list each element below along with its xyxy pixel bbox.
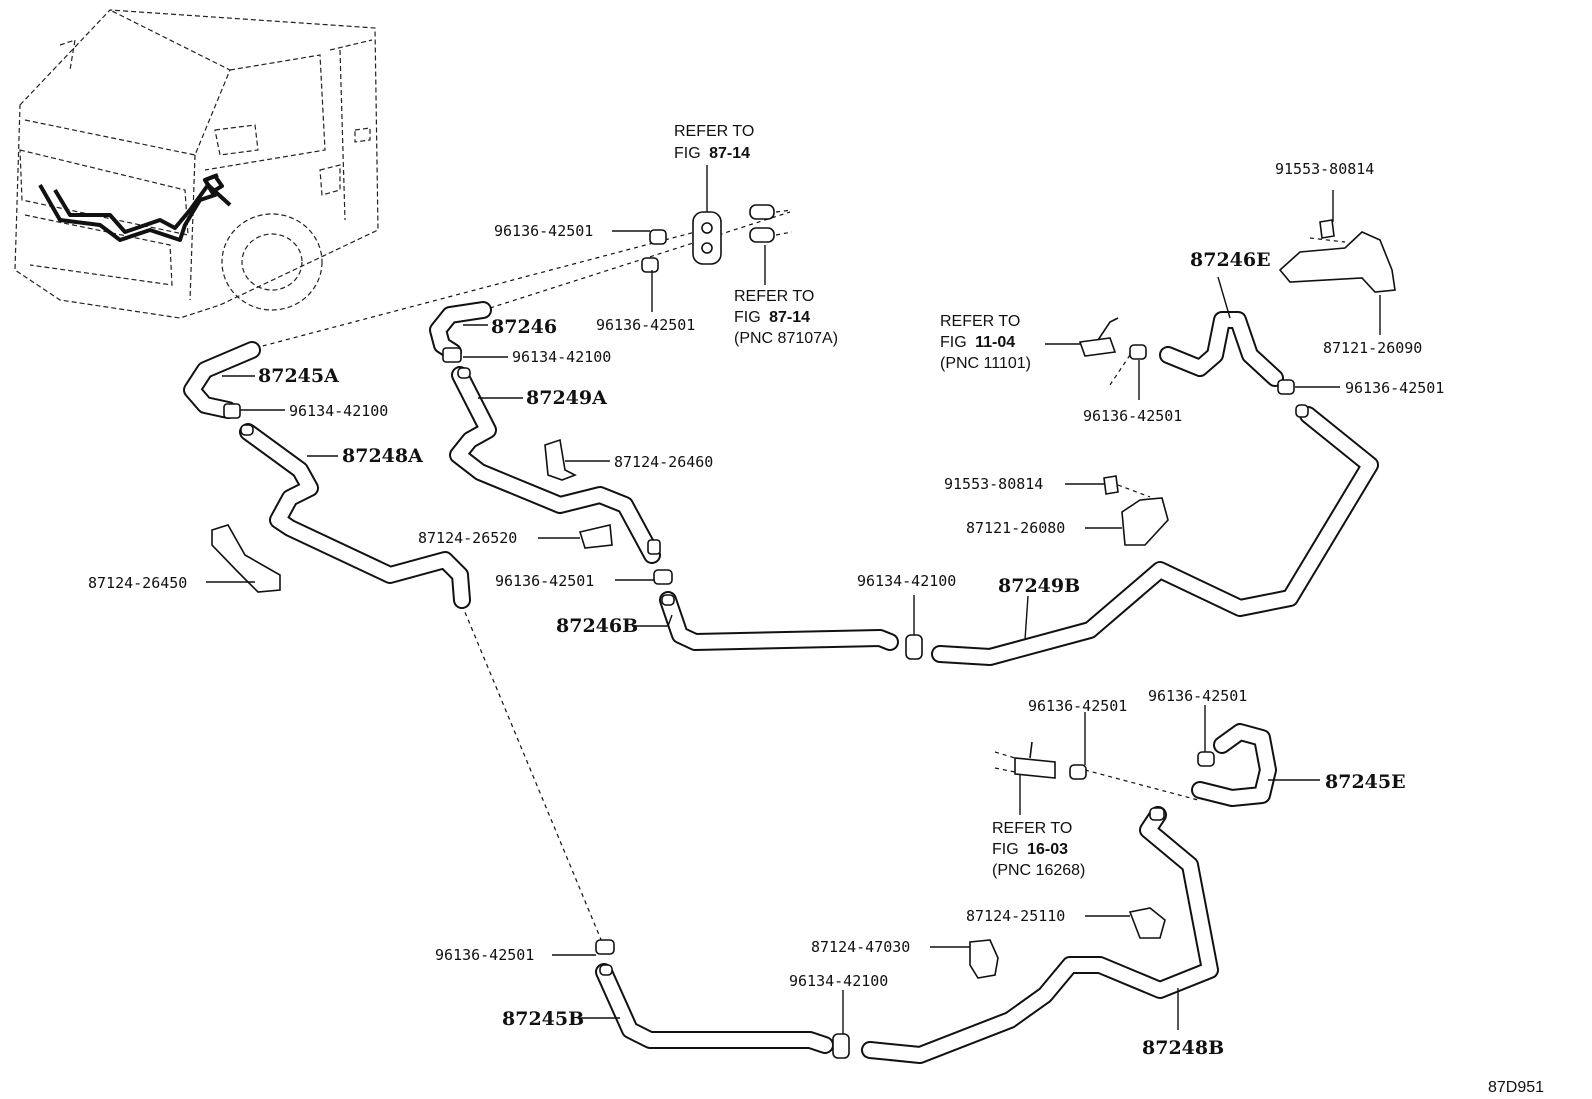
label-96136-42501-bottom: 96136-42501 — [435, 946, 534, 964]
label-96136-42501-top2: 96136-42501 — [596, 316, 695, 334]
label-96134-42100-bottom: 96134-42100 — [789, 972, 888, 990]
hose-87245A — [183, 341, 261, 419]
bolt-mid-part — [1103, 475, 1119, 495]
hose-87246E — [1159, 311, 1284, 387]
label-87124-47030: 87124-47030 — [811, 938, 910, 956]
label-96136-42501-top1: 96136-42501 — [494, 222, 593, 240]
svg-text:FIG 11-04: FIG 11-04 — [940, 334, 1015, 351]
clip-bottom — [832, 1033, 850, 1059]
label-96134-42100-87246: 96134-42100 — [512, 348, 611, 366]
bolt-top-part — [1319, 219, 1335, 239]
svg-text:REFER TO: REFER TO — [734, 288, 814, 305]
hose-87245B — [595, 963, 834, 1054]
ref-fig-87-14-top: REFER TO FIG 87-14 — [674, 123, 754, 162]
label-87124-26460: 87124-26460 — [614, 453, 713, 471]
svg-text:FIG 87-14: FIG 87-14 — [674, 145, 750, 162]
label-87246E: 87246E — [1190, 249, 1271, 271]
engine-pipe-part — [1014, 757, 1056, 779]
bracket-26520-part — [578, 524, 613, 549]
clamp-bottom — [595, 939, 615, 955]
label-87245E: 87245E — [1325, 771, 1406, 793]
clamp-top-1 — [649, 229, 667, 245]
clamp-top-2 — [641, 257, 659, 273]
label-87124-25110: 87124-25110 — [966, 907, 1065, 925]
small-parts — [211, 204, 1396, 1059]
svg-text:(PNC 11101): (PNC 11101) — [940, 355, 1031, 372]
bracket-25110-part — [1128, 907, 1166, 939]
svg-text:(PNC 16268): (PNC 16268) — [992, 862, 1085, 879]
bracket-26460-part — [544, 438, 577, 481]
connection-dashes — [254, 211, 1346, 943]
bracket-47030-part — [969, 939, 999, 979]
label-87245B: 87245B — [502, 1008, 584, 1030]
clip-mid — [905, 634, 923, 660]
reference-callouts: REFER TO FIG 87-14 REFER TO FIG 87-14 (P… — [674, 123, 1085, 879]
label-87121-26080: 87121-26080 — [966, 519, 1065, 537]
label-96136-42501-mid: 96136-42501 — [495, 572, 594, 590]
ref-fig-87-14-right: REFER TO FIG 87-14 (PNC 87107A) — [734, 288, 838, 347]
svg-text:FIG 16-03: FIG 16-03 — [992, 841, 1068, 858]
label-87248A: 87248A — [342, 445, 423, 467]
hose-87246B — [659, 591, 899, 651]
label-96136-42501-lower1: 96136-42501 — [1028, 697, 1127, 715]
label-87124-26450: 87124-26450 — [88, 574, 187, 592]
label-87246B: 87246B — [556, 615, 638, 637]
part-number-labels: 96136-42501 96136-42501 96134-42100 9613… — [88, 160, 1444, 990]
label-91553-80814-top: 91553-80814 — [1275, 160, 1374, 178]
svg-text:REFER TO: REFER TO — [992, 820, 1072, 837]
grommet-part — [692, 211, 722, 265]
hose-87248B — [861, 806, 1219, 1064]
label-96136-42501-right: 96136-42501 — [1345, 379, 1444, 397]
label-87121-26090: 87121-26090 — [1323, 339, 1422, 357]
clip-87245A — [223, 403, 241, 419]
hose-87249B — [931, 406, 1379, 666]
clamp-mid — [653, 569, 673, 585]
leader-lines — [206, 165, 1381, 1034]
hose-labels: 87245A 87248A 87246 87249A 87246B 87249B… — [258, 249, 1406, 1059]
label-96136-42501-engine: 96136-42501 — [1083, 407, 1182, 425]
svg-text:FIG 87-14: FIG 87-14 — [734, 309, 810, 326]
label-91553-80814-mid: 91553-80814 — [944, 475, 1043, 493]
label-87245A: 87245A — [258, 365, 339, 387]
hose-87248A — [239, 423, 471, 609]
label-87249A: 87249A — [526, 387, 607, 409]
svg-text:(PNC 87107A): (PNC 87107A) — [734, 330, 838, 347]
svg-text:REFER TO: REFER TO — [674, 123, 754, 140]
label-87249B: 87249B — [998, 575, 1080, 597]
label-87246: 87246 — [491, 316, 557, 338]
clamp-right — [1277, 379, 1295, 395]
clamp-lower-1 — [1069, 764, 1087, 780]
label-96134-42100-mid: 96134-42100 — [857, 572, 956, 590]
label-96134-42100-87245A: 96134-42100 — [289, 402, 388, 420]
label-87124-26520: 87124-26520 — [418, 529, 517, 547]
engine-connector-part — [1078, 337, 1117, 357]
label-87248B: 87248B — [1142, 1037, 1224, 1059]
clamp-lower-2 — [1197, 751, 1215, 767]
ref-fig-11-04: REFER TO FIG 11-04 (PNC 11101) — [940, 313, 1031, 372]
hose-87249A — [449, 366, 661, 564]
hose-87245E — [1191, 723, 1277, 807]
diagram-code: 87D951 — [1488, 1079, 1544, 1096]
clamp-engine — [1129, 344, 1147, 360]
ref-fig-16-03: REFER TO FIG 16-03 (PNC 16268) — [992, 820, 1085, 879]
bracket-26450-part — [211, 524, 281, 593]
svg-text:REFER TO: REFER TO — [940, 313, 1020, 330]
hoses — [183, 301, 1379, 1064]
label-96136-42501-lower2: 96136-42501 — [1148, 687, 1247, 705]
hose-87246 — [429, 301, 492, 361]
clip-87246 — [442, 347, 462, 363]
bracket-26080-part — [1121, 497, 1169, 546]
vehicle-illustration — [14, 9, 379, 319]
bracket-26090-part — [1278, 231, 1396, 293]
